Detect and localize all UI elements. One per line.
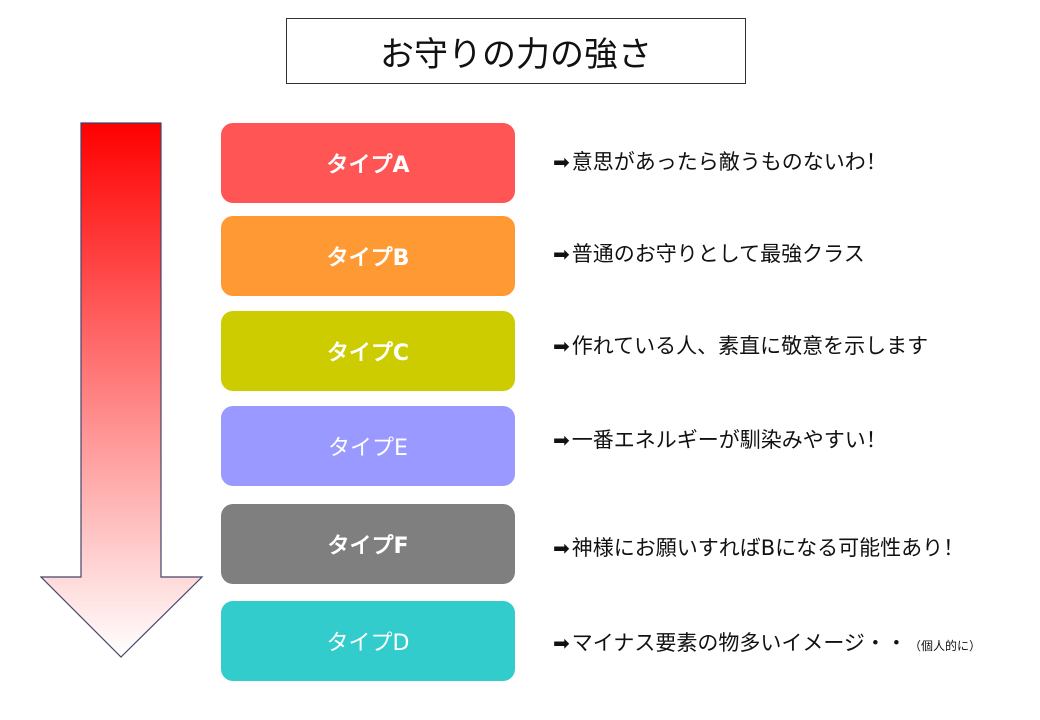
type-b-description: ➡ 普通のお守りとして最強クラス <box>553 238 865 268</box>
type-e-description: ➡ 一番エネルギーが馴染みやすい！ <box>553 424 887 454</box>
page-title: お守りの力の強さ <box>286 18 746 84</box>
type-e-box: タイプE <box>221 406 515 486</box>
right-arrow-icon: ➡ <box>553 150 570 174</box>
right-arrow-icon: ➡ <box>553 428 570 452</box>
type-d-description: ➡ マイナス要素の物多いイメージ・・ （個人的に） <box>553 627 981 657</box>
type-d-note: （個人的に） <box>908 639 981 653</box>
strength-arrow <box>40 122 204 658</box>
type-c-text: 作れている人、素直に敬意を示します <box>571 334 929 358</box>
type-c-description: ➡ 作れている人、素直に敬意を示します <box>553 330 928 360</box>
right-arrow-icon: ➡ <box>553 536 570 560</box>
right-arrow-icon: ➡ <box>553 631 570 655</box>
type-c-box: タイプC <box>221 311 515 391</box>
type-f-text: 神様にお願いすればBになる可能性あり！ <box>571 536 965 560</box>
right-arrow-icon: ➡ <box>553 242 570 266</box>
type-a-box: タイプA <box>221 123 515 203</box>
type-a-description: ➡ 意思があったら敵うものないわ！ <box>553 146 887 176</box>
type-f-box: タイプF <box>221 504 515 584</box>
type-f-description: ➡ 神様にお願いすればBになる可能性あり！ <box>553 532 964 562</box>
type-d-box: タイプD <box>221 601 515 681</box>
right-arrow-icon: ➡ <box>553 334 570 358</box>
type-b-text: 普通のお守りとして最強クラス <box>571 242 865 266</box>
type-d-text: マイナス要素の物多いイメージ・・ <box>571 631 907 655</box>
type-a-text: 意思があったら敵うものないわ！ <box>571 150 887 174</box>
type-b-box: タイプB <box>221 216 515 296</box>
type-e-text: 一番エネルギーが馴染みやすい！ <box>571 428 887 452</box>
